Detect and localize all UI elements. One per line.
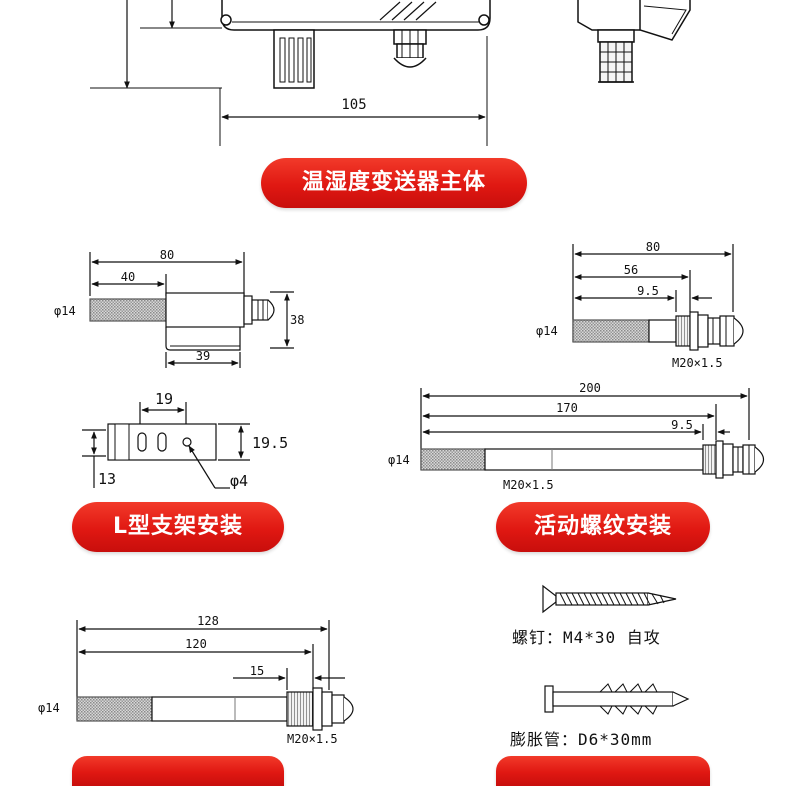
- dim-plate-height: 19.5: [252, 434, 288, 452]
- dim-lbracket-height: 38: [290, 313, 304, 327]
- dim-lbracket-total: 80: [160, 248, 174, 262]
- thread-bottom-spec: M20×1.5: [287, 732, 338, 746]
- dim-bottom-mid: 120: [185, 637, 207, 651]
- section-label-threaded-mount: 活动螺纹安装: [496, 502, 710, 552]
- dim-long-thread: 9.5: [671, 418, 693, 432]
- thread-long-spec: M20×1.5: [503, 478, 554, 492]
- dia-long-probe: φ14: [388, 453, 410, 467]
- dim-short-thread: 9.5: [637, 284, 659, 298]
- screw-icon: [542, 584, 677, 614]
- dim-plate-spacing: 19: [155, 390, 173, 408]
- dim-bottom-thread: 15: [250, 664, 264, 678]
- dia-lbracket-probe: φ14: [54, 304, 76, 318]
- dim-plate-hole: φ4: [230, 472, 248, 490]
- thread-bottom-probe-drawing: [76, 620, 354, 731]
- transmitter-body-side-view: [577, 0, 691, 83]
- dim-plate-left: 13: [98, 470, 116, 488]
- dim-short-mid: 56: [624, 263, 638, 277]
- screw-caption: 螺钉：M4*30 自攻: [512, 628, 661, 647]
- dim-lbracket-base: 39: [196, 349, 210, 363]
- section-label-partial-right: [496, 756, 710, 786]
- installation-diagram: 105: [38, 0, 765, 746]
- transmitter-body-front-view: [90, 0, 491, 146]
- thread-short-probe-drawing: [572, 244, 744, 351]
- dim-body-width: 105: [341, 97, 366, 113]
- thread-long-probe-drawing: [420, 388, 765, 479]
- thread-short-spec: M20×1.5: [672, 356, 723, 370]
- dim-long-mid: 170: [556, 401, 578, 415]
- mounting-plate-drawing: [82, 402, 250, 489]
- section-label-transmitter-body: 温湿度变送器主体: [261, 158, 527, 208]
- l-bracket-probe-drawing: [89, 252, 294, 368]
- dim-lbracket-probe: 40: [121, 270, 135, 284]
- dia-short-probe: φ14: [536, 324, 558, 338]
- dim-short-total: 80: [646, 240, 660, 254]
- anchor-caption: 膨胀管：D6*30mm: [510, 730, 653, 749]
- dim-bottom-total: 128: [197, 614, 219, 628]
- wall-anchor-icon: [544, 683, 690, 715]
- section-label-l-bracket: L型支架安装: [72, 502, 284, 552]
- dia-bottom-probe: φ14: [38, 701, 60, 715]
- section-label-partial-left: [72, 756, 284, 786]
- dim-long-total: 200: [579, 381, 601, 395]
